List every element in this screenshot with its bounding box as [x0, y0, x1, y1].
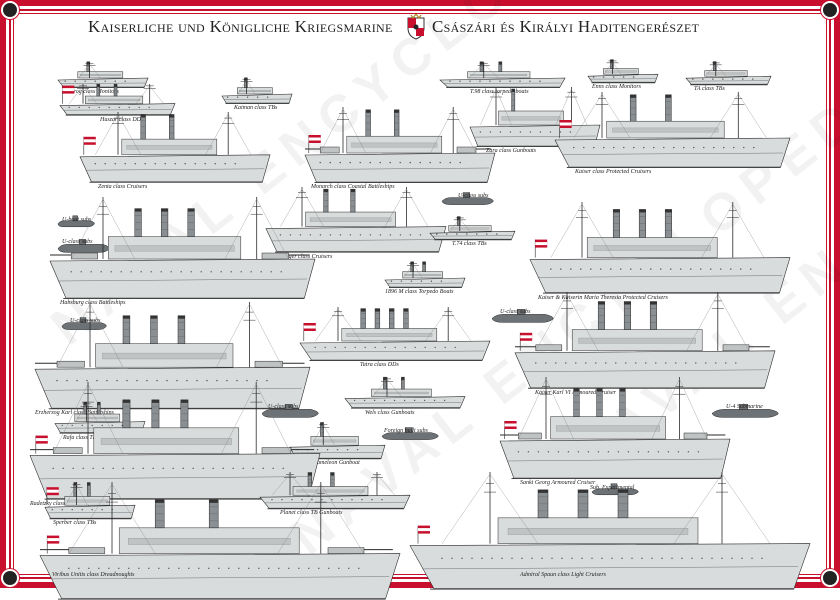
ship-illustration-zenta: [80, 110, 270, 183]
ship-label: U-4 Submarine: [726, 404, 763, 410]
ship-illustration-kaiserin: [530, 200, 790, 294]
ship-illustration-kaiser: [555, 90, 790, 168]
title-german: Kaiserliche und Königliche Kriegsmarine: [88, 17, 393, 37]
ship-illustration-tatra: [300, 305, 490, 361]
title-hungarian: Császári és Királyi Haditengerészet: [432, 17, 699, 37]
ship-illustration-t98: [440, 60, 565, 88]
ship-label: T.74 class TBs: [452, 241, 487, 247]
corner-ornament-tr: [821, 1, 839, 19]
ship-label: Foreign built subs: [384, 428, 428, 434]
corner-ornament-br: [821, 569, 839, 587]
ship-illustration-stgeorg: [500, 375, 730, 479]
ship-label: Tatra class DDs: [360, 362, 399, 368]
ship-label: Wels class Gunboats: [365, 410, 414, 416]
ship-label: Viribus Unitis class Dreadnoughts: [52, 572, 135, 578]
ship-illustration-t74: [430, 215, 515, 240]
ship-label: Admiral Spaun class Light Cruisers: [520, 572, 606, 578]
ship-illustration-kaiman: [222, 76, 292, 104]
ship-label: Zenta class Cruisers: [98, 184, 147, 190]
ship-illustration-karl_vi: [515, 290, 775, 389]
ship-illustration-enns: [588, 58, 658, 83]
corner-ornament-bl: [1, 569, 19, 587]
ship-label: 1896 M class Torpedo Boats: [385, 289, 453, 295]
ship-label: Kaiser class Protected Cruisers: [575, 169, 651, 175]
ship-illustration-torpedo1896: [385, 260, 465, 288]
ship-illustration-spaun: [410, 470, 810, 590]
ship-illustration-viribus: [40, 480, 400, 600]
ship-illustration-monarch: [305, 105, 495, 183]
ship-label: Zara class Gunboats: [486, 148, 536, 154]
coat-of-arms-icon: [405, 14, 427, 40]
ship-label: U-class subs: [458, 193, 489, 199]
corner-ornament-tl: [1, 1, 19, 19]
ship-illustration-ta: [686, 60, 771, 85]
ship-illustration-wels: [345, 375, 465, 409]
ship-illustration-habsburg: [50, 195, 315, 299]
